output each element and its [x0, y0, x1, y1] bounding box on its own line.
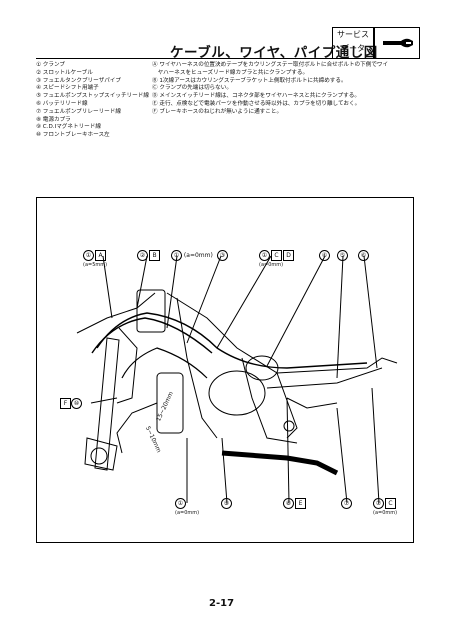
legend-item: ⑧ 電源カプラ — [36, 116, 71, 123]
legend-item: ⑩ フロントブレーキホース左 — [36, 132, 110, 139]
service-label-line2: データ — [341, 44, 365, 53]
callout-number: ① — [83, 250, 94, 261]
callout-number: ① — [373, 498, 384, 509]
callout-number: ③ — [217, 250, 228, 261]
note-item: Ⓓ メインスイッチリード線は、コネクタ部をワイヤハーネスと共にクランプする。 — [152, 93, 360, 100]
callout-clamp-bottom: ① (a=0mm) — [175, 498, 199, 516]
page-number: 2-17 — [209, 598, 235, 609]
callout-letter: C — [385, 498, 396, 509]
callout-note: (a=0mm) — [175, 510, 200, 516]
parts-legend: ① クランプ ② スロットルケーブル ③ フュエルタンクブリーザパイプ ④ スピ… — [36, 62, 156, 140]
callout-number: ⑦ — [341, 498, 352, 509]
callout-pump-relay: ⑦ — [341, 498, 352, 509]
callout-number: ② — [137, 250, 148, 261]
callout-letter: A — [95, 250, 106, 261]
callout-letter: D — [283, 250, 294, 261]
callout-battery-lead: ⑥ — [358, 250, 369, 261]
callout-number: ⑤ — [337, 250, 348, 261]
note-item: Ⓒ クランプの先端は切らない。 — [152, 85, 232, 92]
legend-item: ⑦ フュエルポンプリレーリード線 — [36, 108, 121, 115]
callout-number: ① — [175, 498, 186, 509]
callout-number: ⑥ — [358, 250, 369, 261]
note-item: Ⓔ 走行、点検などで電装パーツを作動させる時以外は、カプラを切り離しておく。 — [152, 100, 361, 107]
header-rule — [36, 58, 418, 59]
service-data-badge: サービス データ — [332, 27, 374, 59]
callout-letter: E — [295, 498, 306, 509]
callout-number: ④ — [319, 250, 330, 261]
callout-note: (a=0mm) — [373, 510, 398, 516]
routing-notes: Ⓐ ワイヤハーネスの位置決めテープをカウリングステー取付ボルトに合せボルトの下側… — [152, 62, 422, 117]
page-title: ケーブル、ワイヤ、パイプ通し図 — [170, 45, 378, 61]
legend-item: ④ スピードシフト用端子 — [36, 85, 99, 92]
callout-number: ① — [171, 250, 182, 261]
callout-number: ① — [259, 250, 270, 261]
callout-pump-stop: ⑤ — [337, 250, 348, 261]
note-item: Ⓑ 1次線アースはカウリングステーブラケット上側取付ボルトに共締めする。 — [152, 77, 347, 84]
motorcycle-frame-drawing — [76, 255, 398, 504]
callout-letter: C — [271, 250, 282, 261]
legend-item: ① クランプ — [36, 62, 65, 68]
callout-letter: F — [60, 398, 71, 409]
callout-breather: ③ — [217, 250, 228, 261]
callout-number: ⑧ — [283, 498, 294, 509]
callout-cdi-lead: ⑨ — [221, 498, 232, 509]
callout-clamp-1: ① (a=0mm) — [171, 250, 213, 261]
callout-letter: B — [149, 250, 160, 261]
legend-item: ② スロットルケーブル — [36, 69, 93, 76]
service-label-line1: サービス — [337, 30, 369, 39]
legend-item: ⑨ C.D.Iマグネトリード線 — [36, 124, 101, 131]
callout-note: (a=5mm) — [83, 262, 108, 268]
callout-number: ⑨ — [221, 498, 232, 509]
wrench-icon — [374, 27, 420, 59]
legend-item: ③ フュエルタンクブリーザパイプ — [36, 77, 121, 84]
note-item: ヤハーネスをヒューズリード線カプラと共にクランプする。 — [152, 69, 309, 76]
callout-note: (a=0mm) — [183, 252, 213, 259]
note-item: Ⓐ ワイヤハーネスの位置決めテープをカウリングステー取付ボルトに合せボルトの下側… — [152, 62, 389, 68]
note-item: Ⓕ ブレーキホースのねじれが無いように通すこと。 — [152, 108, 283, 115]
legend-item: ⑥ バッテリリード線 — [36, 100, 88, 107]
legend-item: ⑤ フュエルポンプストップスイッチリード線 — [36, 93, 149, 100]
callout-number: ⑩ — [71, 398, 82, 409]
callout-note: (a=0mm) — [259, 262, 284, 268]
callout-speed-terminal: ④ — [319, 250, 330, 261]
